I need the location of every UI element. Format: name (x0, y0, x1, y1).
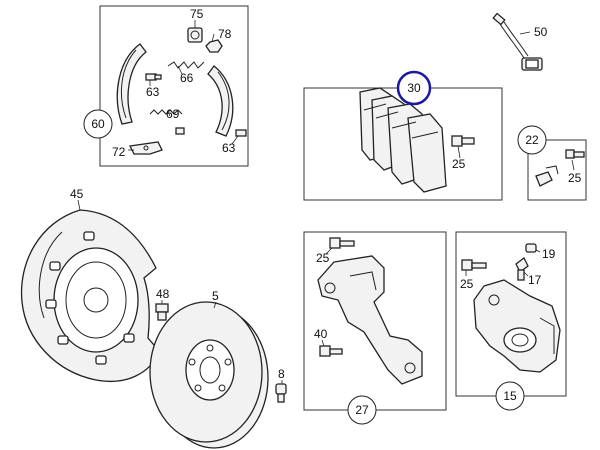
adjuster-nut-78[interactable] (205, 39, 223, 53)
callout-17: 17 (528, 273, 542, 287)
adjuster-part-75[interactable] (187, 27, 203, 43)
callout-25-caliper: 25 (460, 277, 474, 291)
callout-22: 22 (525, 133, 539, 147)
callout-75: 75 (190, 7, 204, 21)
callout-25-carrier: 25 (316, 251, 330, 265)
group-marker-27[interactable] (347, 395, 377, 425)
callout-30: 30 (407, 81, 421, 95)
callout-50: 50 (534, 25, 548, 39)
caliper-carrier-27[interactable] (317, 255, 423, 385)
spring-66[interactable] (167, 61, 205, 69)
callout-63-bottom: 63 (222, 141, 236, 155)
lever-72[interactable] (129, 141, 163, 155)
brake-pad-4[interactable] (407, 113, 447, 193)
caliper-15[interactable] (473, 279, 561, 373)
brake-disc-5[interactable]: 5 (149, 289, 269, 449)
callout-5: 5 (212, 289, 219, 303)
bolt-40[interactable] (319, 345, 343, 357)
clip-group-22: 25 22 (517, 125, 587, 201)
caliper-group: 19 17 25 15 (455, 231, 567, 411)
callout-25-clip: 25 (568, 171, 582, 185)
callout-48: 48 (156, 287, 170, 301)
callout-63-top: 63 (146, 85, 160, 99)
bolt-48[interactable]: 48 (155, 287, 170, 321)
callout-69: 69 (166, 107, 180, 121)
hold-down-pin-63-top[interactable] (145, 73, 162, 81)
bleed-screw-17[interactable] (515, 257, 529, 281)
callout-27: 27 (355, 403, 369, 417)
wear-sensor-50[interactable]: 50 (492, 12, 548, 71)
callout-25-pad: 25 (452, 157, 466, 171)
bolt-25-caliper[interactable] (461, 259, 487, 271)
group-marker-30[interactable] (396, 70, 432, 106)
hold-down-pin-63-bottom[interactable] (235, 129, 247, 137)
group-marker-22[interactable] (517, 125, 547, 155)
callout-40: 40 (314, 327, 328, 341)
spring-69[interactable] (149, 109, 183, 115)
screw-8[interactable]: 8 (275, 367, 287, 403)
backing-plate-45[interactable]: 45 (20, 187, 161, 382)
callout-78: 78 (218, 27, 232, 41)
parking-brake-shoe-group: 75 78 66 63 69 63 72 60 (83, 5, 249, 167)
callout-15: 15 (503, 389, 517, 403)
callout-8: 8 (278, 367, 285, 381)
caliper-carrier-group: 25 40 27 (303, 231, 447, 425)
callout-60: 60 (91, 117, 105, 131)
left-brake-shoe[interactable] (116, 43, 147, 125)
clip-22[interactable] (535, 171, 553, 187)
bolt-25-pad[interactable] (451, 135, 475, 147)
bolt-25-carrier[interactable] (329, 237, 355, 249)
group-marker-60[interactable] (83, 109, 113, 139)
callout-66: 66 (180, 71, 194, 85)
callout-45: 45 (70, 187, 84, 201)
group-marker-15[interactable] (495, 381, 525, 411)
callout-19: 19 (542, 247, 556, 261)
bleed-cap-19[interactable] (525, 243, 537, 253)
callout-72: 72 (112, 145, 126, 159)
bolt-25-clip[interactable] (565, 149, 585, 159)
brake-pad-group: 25 30 (303, 70, 503, 201)
